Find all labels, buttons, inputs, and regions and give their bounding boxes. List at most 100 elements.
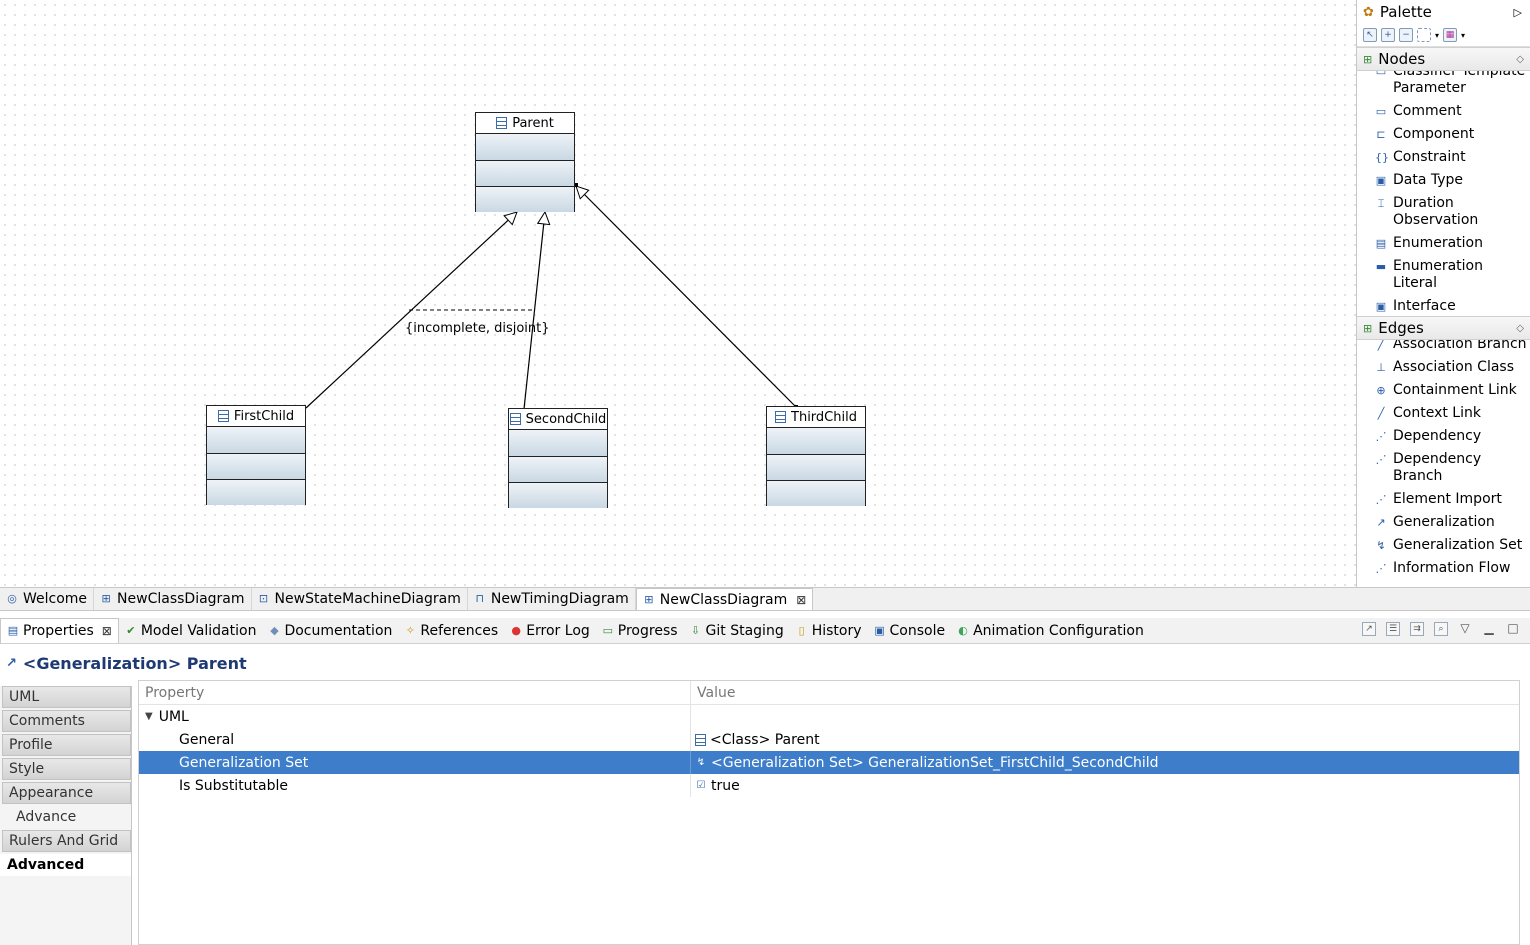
nodes-drawer-header[interactable]: ⊞ Nodes ◇	[1357, 47, 1530, 71]
zoom-out-icon[interactable]: −	[1399, 28, 1413, 42]
pin-icon[interactable]: ◇	[1516, 53, 1524, 65]
attributes-compartment[interactable]	[509, 430, 607, 457]
select-tool-icon[interactable]: ↖	[1363, 28, 1377, 42]
nested-compartment[interactable]	[207, 480, 305, 505]
nested-compartment[interactable]	[509, 483, 607, 508]
edges-association-branch[interactable]: ╱Association Branch	[1357, 340, 1530, 357]
generalization-secondchild[interactable]	[523, 212, 545, 410]
note-tool-icon[interactable]: ▦	[1443, 28, 1458, 42]
editor-tab-newtimingdiagram[interactable]: ⊓NewTimingDiagram	[468, 588, 636, 610]
editor-tab-welcome[interactable]: ◎Welcome	[0, 588, 95, 610]
properties-table[interactable]: Property Value ▼ UML General <Class> Par…	[138, 680, 1520, 945]
view-tab-references[interactable]: ✧References	[398, 618, 504, 643]
edges-dependency-branch[interactable]: ⋰Dependency Branch	[1357, 449, 1530, 489]
edges-association-class[interactable]: ⊥Association Class	[1357, 357, 1530, 380]
nodes-enumeration-literal[interactable]: ▬Enumeration Literal	[1357, 256, 1530, 296]
maximize-icon[interactable]: □	[1507, 621, 1519, 635]
table-row-selected[interactable]: Generalization Set ↯<Generalization Set>…	[139, 751, 1519, 774]
selection-handle-start[interactable]	[574, 183, 578, 187]
view-tab-animation-configuration[interactable]: ◐Animation Configuration	[951, 618, 1150, 643]
view-tab-git-staging[interactable]: ⇩Git Staging	[684, 618, 790, 643]
nodes-constraint[interactable]: {}Constraint	[1357, 147, 1530, 170]
edges-generalization-set[interactable]: ↯Generalization Set	[1357, 535, 1530, 558]
column-header-property[interactable]: Property	[139, 681, 691, 704]
tab-label: References	[420, 622, 499, 639]
class-parent[interactable]: Parent	[475, 112, 575, 212]
palette-collapse-icon[interactable]: ▷	[1513, 5, 1522, 19]
property-name: Is Substitutable	[139, 774, 691, 797]
edges-information-flow[interactable]: ⋰Information Flow	[1357, 558, 1530, 581]
diagram-canvas[interactable]: Parent FirstChild SecondChild ThirdChild…	[0, 0, 1356, 587]
view-tab-console[interactable]: ▣Console	[868, 618, 952, 643]
class-firstchild[interactable]: FirstChild	[206, 405, 306, 505]
zoom-in-icon[interactable]: +	[1381, 28, 1395, 42]
operations-compartment[interactable]	[767, 455, 865, 481]
edges-element-import[interactable]: ⋰Element Import	[1357, 489, 1530, 512]
side-tab-profile[interactable]: Profile	[2, 734, 131, 756]
generalization-set-constraint[interactable]: {incomplete, disjoint}	[405, 321, 550, 336]
nodes-interface[interactable]: ▣Interface	[1357, 296, 1530, 316]
view-tab-documentation[interactable]: ◆Documentation	[262, 618, 398, 643]
side-tab-appearance[interactable]: Appearance	[2, 782, 131, 804]
nodes-enumeration[interactable]: ▤Enumeration	[1357, 233, 1530, 256]
operations-compartment[interactable]	[207, 454, 305, 480]
side-tab-style[interactable]: Style	[2, 758, 131, 780]
expand-arrow-icon[interactable]: ▼	[145, 711, 153, 722]
nodes-duration-observation[interactable]: ⌶Duration Observation	[1357, 193, 1530, 233]
edges-containment-link[interactable]: ⊕Containment Link	[1357, 380, 1530, 403]
nodes-classifier-template-parameter[interactable]: ▭Classifier Template Parameter	[1357, 71, 1530, 101]
tab-label: Error Log	[526, 622, 590, 639]
table-row[interactable]: Is Substitutable ☑true	[139, 774, 1519, 797]
table-row[interactable]: General <Class> Parent	[139, 728, 1519, 751]
side-tab-comments[interactable]: Comments	[2, 710, 131, 732]
interface-icon: ▣	[1375, 300, 1387, 313]
view-tab-properties[interactable]: ▤Properties⊠	[0, 618, 119, 643]
column-header-value[interactable]: Value	[697, 684, 736, 701]
edges-dependency[interactable]: ⋰Dependency	[1357, 426, 1530, 449]
side-tab-advanced[interactable]: Advanced	[0, 854, 131, 876]
duration-observation-icon: ⌶	[1377, 197, 1385, 210]
operations-compartment[interactable]	[509, 457, 607, 483]
dropdown-icon[interactable]: ▾	[1461, 30, 1466, 40]
dropdown-icon[interactable]: ▾	[1435, 30, 1440, 40]
view-menu-icon[interactable]: ▽	[1460, 621, 1470, 635]
minimize-icon[interactable]: ▁	[1484, 621, 1494, 635]
nodes-data-type[interactable]: ▣Data Type	[1357, 170, 1530, 193]
generalization-thirdchild[interactable]	[576, 186, 797, 408]
view-tab-progress[interactable]: ▭Progress	[596, 618, 684, 643]
edges-drawer-header[interactable]: ⊞ Edges ◇	[1357, 316, 1530, 340]
categories-icon[interactable]: ☰	[1386, 622, 1400, 636]
palette-item-label: Generalization Set	[1393, 537, 1523, 553]
edges-context-link[interactable]: ╱Context Link	[1357, 403, 1530, 426]
close-icon[interactable]: ⊠	[101, 624, 112, 638]
table-row-group-uml[interactable]: ▼ UML	[139, 705, 1519, 728]
pin-view-icon[interactable]: ↗	[1362, 622, 1376, 636]
nodes-component[interactable]: ⊏Component	[1357, 124, 1530, 147]
nested-compartment[interactable]	[767, 481, 865, 506]
properties-title: ↗ <Generalization> Parent	[0, 650, 1530, 676]
view-tab-model-validation[interactable]: ✔Model Validation	[119, 618, 263, 643]
side-tab-advance[interactable]: Advance	[2, 806, 131, 828]
animation-icon: ◐	[958, 623, 968, 637]
pin-icon[interactable]: ◇	[1516, 322, 1524, 334]
filter-icon[interactable]: ⇉	[1410, 622, 1424, 636]
nested-compartment[interactable]	[476, 187, 574, 212]
view-tab-history[interactable]: ▯History	[790, 618, 868, 643]
close-icon[interactable]: ⊠	[796, 592, 807, 607]
class-thirdchild[interactable]: ThirdChild	[766, 406, 866, 506]
editor-tab-newclassdiagram-active[interactable]: ⊞NewClassDiagram⊠	[635, 588, 814, 610]
marquee-tool-icon[interactable]	[1417, 28, 1431, 42]
operations-compartment[interactable]	[476, 161, 574, 187]
class-secondchild[interactable]: SecondChild	[508, 408, 608, 508]
nodes-comment[interactable]: ▭Comment	[1357, 101, 1530, 124]
attributes-compartment[interactable]	[207, 427, 305, 454]
edges-generalization[interactable]: ↗Generalization	[1357, 512, 1530, 535]
restore-default-icon[interactable]: ⌕	[1434, 622, 1448, 636]
side-tab-uml[interactable]: UML	[2, 686, 131, 708]
view-tab-error-log[interactable]: ●Error Log	[504, 618, 596, 643]
editor-tab-newclassdiagram[interactable]: ⊞NewClassDiagram	[94, 588, 252, 610]
editor-tab-newstatemachinediagram[interactable]: ⊡NewStateMachineDiagram	[252, 588, 468, 610]
attributes-compartment[interactable]	[767, 428, 865, 455]
side-tab-rulers-and-grid[interactable]: Rulers And Grid	[2, 830, 131, 852]
attributes-compartment[interactable]	[476, 134, 574, 161]
